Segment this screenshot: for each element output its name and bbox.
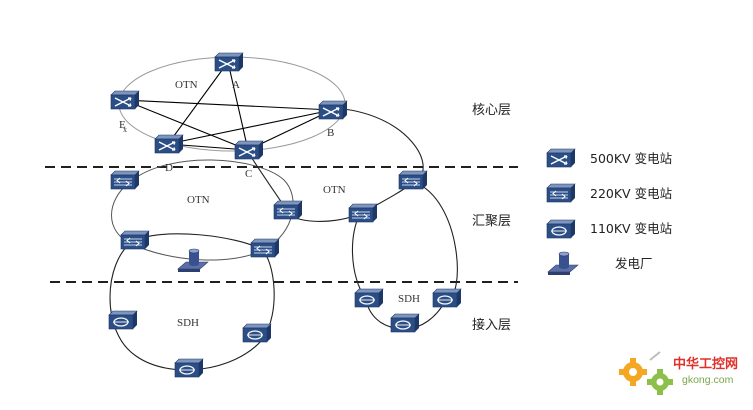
watermark-name: 中华工控网 <box>673 356 738 372</box>
legend-label-plant: 发电厂 <box>615 256 653 271</box>
access-node-right-1[interactable] <box>354 288 384 308</box>
110kv-substation-icon <box>546 219 576 239</box>
ring-label-otn-core: OTN <box>175 79 198 91</box>
layer-label-core: 核心层 <box>472 103 511 118</box>
node-label-d: D <box>165 162 173 174</box>
node-label-e: E <box>119 119 126 131</box>
legend-label-220kv: 220KV 变电站 <box>590 186 672 201</box>
layer-label-aggregation: 汇聚层 <box>472 214 511 229</box>
access-node-left-1[interactable] <box>108 310 138 330</box>
agg-node-right-top[interactable] <box>398 170 428 190</box>
gear-green-icon <box>647 369 673 395</box>
core-node-d[interactable] <box>154 134 184 154</box>
core-node-c[interactable] <box>234 140 264 160</box>
watermark-url: gkong.com <box>682 374 734 386</box>
ring-label-otn-agg-left: OTN <box>187 194 210 206</box>
node-label-c: C <box>245 168 252 180</box>
core-mesh-links <box>123 61 333 151</box>
agg-node-left-bottom[interactable] <box>120 230 150 250</box>
500kv-substation-icon <box>546 148 576 168</box>
power-plant-node[interactable] <box>177 248 209 273</box>
ring-label-otn-agg-right: OTN <box>323 184 346 196</box>
agg-node-right-bottom[interactable] <box>348 203 378 223</box>
access-node-left-2[interactable] <box>242 323 272 343</box>
core-node-a[interactable] <box>214 52 244 72</box>
access-node-right-2[interactable] <box>432 288 462 308</box>
wrench-icon <box>649 351 661 361</box>
node-label-a: A <box>232 79 240 91</box>
node-label-b: B <box>327 127 334 139</box>
legend: 500KV 变电站 220KV 变电站 110KV 变电站 发电厂 <box>546 148 672 276</box>
access-node-left-3[interactable] <box>174 358 204 378</box>
legend-label-500kv: 500KV 变电站 <box>590 151 672 166</box>
agg-node-left-bottom-right[interactable] <box>250 238 280 258</box>
node-label-e-mark: x <box>123 125 127 134</box>
ring-label-sdh-right: SDH <box>398 293 420 305</box>
ring-label-sdh-left: SDH <box>177 317 199 329</box>
legend-label-110kv: 110KV 变电站 <box>590 221 672 236</box>
core-node-b[interactable] <box>318 100 348 120</box>
watermark-logo: 中华工控网 gkong.com <box>619 351 738 395</box>
220kv-substation-icon <box>546 183 576 203</box>
power-plant-icon <box>547 251 579 276</box>
access-node-right-3[interactable] <box>390 313 420 333</box>
layer-label-access: 接入层 <box>472 317 511 333</box>
agg-node-left-right[interactable] <box>273 200 303 220</box>
agg-node-left-top[interactable] <box>110 170 140 190</box>
gear-orange-icon <box>619 358 647 386</box>
core-node-e[interactable] <box>110 90 140 110</box>
